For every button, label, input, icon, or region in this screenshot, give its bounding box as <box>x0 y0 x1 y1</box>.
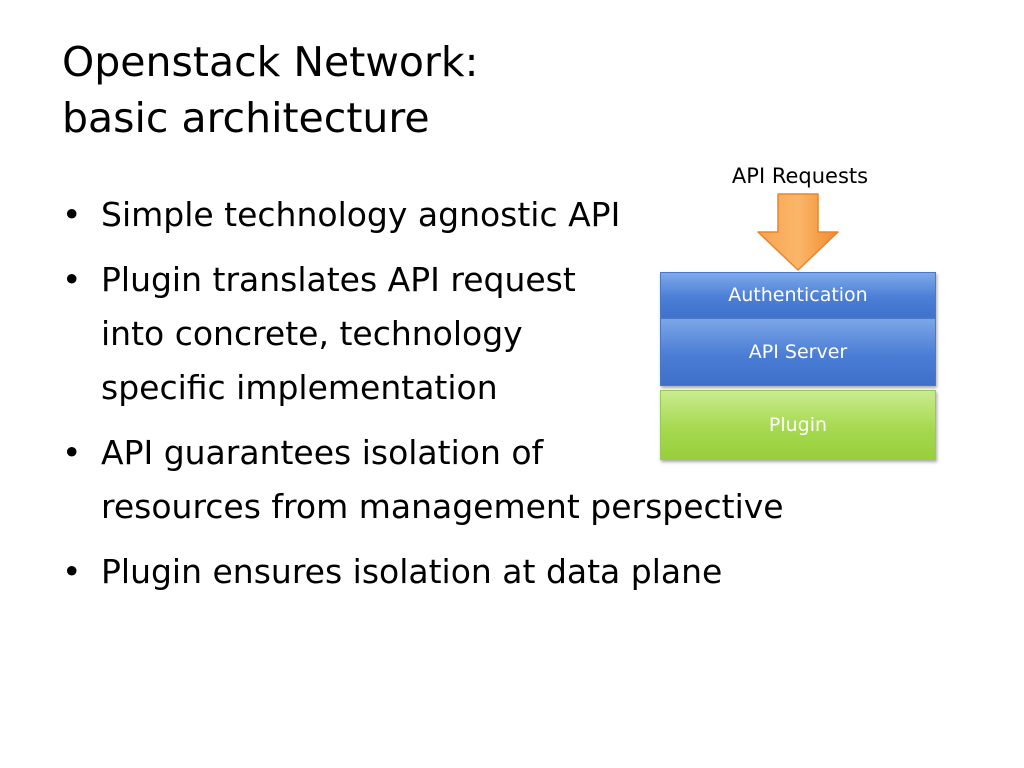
bullet-text: Plugin translates API request <box>101 260 576 299</box>
bullet-text: Plugin ensures isolation at data plane <box>101 552 723 591</box>
bullet-text: API guarantees isolation of <box>101 433 544 472</box>
bullet-text: resources from management perspective <box>101 487 784 526</box>
bullet-list: • Simple technology agnostic API • Plugi… <box>62 188 882 610</box>
bullet-text: specific implementation <box>101 368 498 407</box>
authentication-layer: Authentication <box>660 272 936 318</box>
bullet-marker: • <box>62 260 82 299</box>
title-line-1: Openstack Network: <box>62 38 479 86</box>
bullet-item: • API guarantees isolation of resources … <box>62 426 882 534</box>
bullet-text: into concrete, technology <box>101 314 523 353</box>
title-line-2: basic architecture <box>62 94 430 142</box>
api-server-layer: API Server <box>660 318 936 386</box>
bullet-item: • Simple technology agnostic API <box>62 188 882 242</box>
architecture-diagram: API Requests Authentication API Server P… <box>660 160 940 465</box>
bullet-marker: • <box>62 195 82 234</box>
slide-title: Openstack Network: basic architecture <box>62 34 762 146</box>
bullet-item: • Plugin translates API request into con… <box>62 253 882 415</box>
plugin-layer: Plugin <box>660 390 936 460</box>
bullet-item: • Plugin ensures isolation at data plane <box>62 545 882 599</box>
down-arrow-icon <box>757 193 839 271</box>
api-requests-label: API Requests <box>731 164 869 188</box>
bullet-marker: • <box>62 552 82 591</box>
bullet-text: Simple technology agnostic API <box>101 195 621 234</box>
bullet-marker: • <box>62 433 82 472</box>
